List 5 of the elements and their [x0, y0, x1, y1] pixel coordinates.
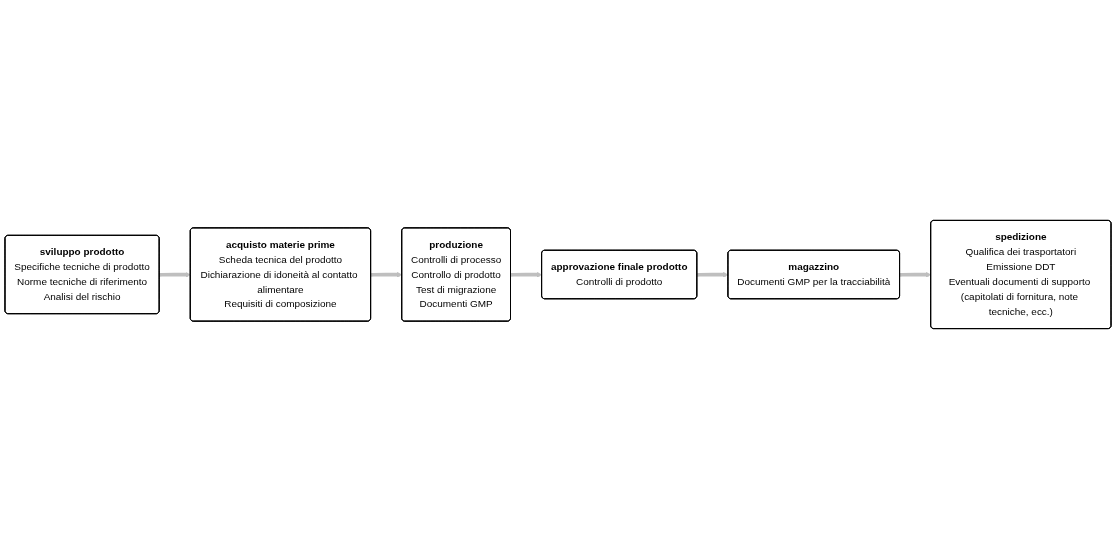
arrow [899, 272, 932, 278]
arrow [510, 272, 543, 278]
arrow [697, 272, 729, 278]
arrow [370, 272, 403, 278]
arrow [159, 272, 191, 278]
